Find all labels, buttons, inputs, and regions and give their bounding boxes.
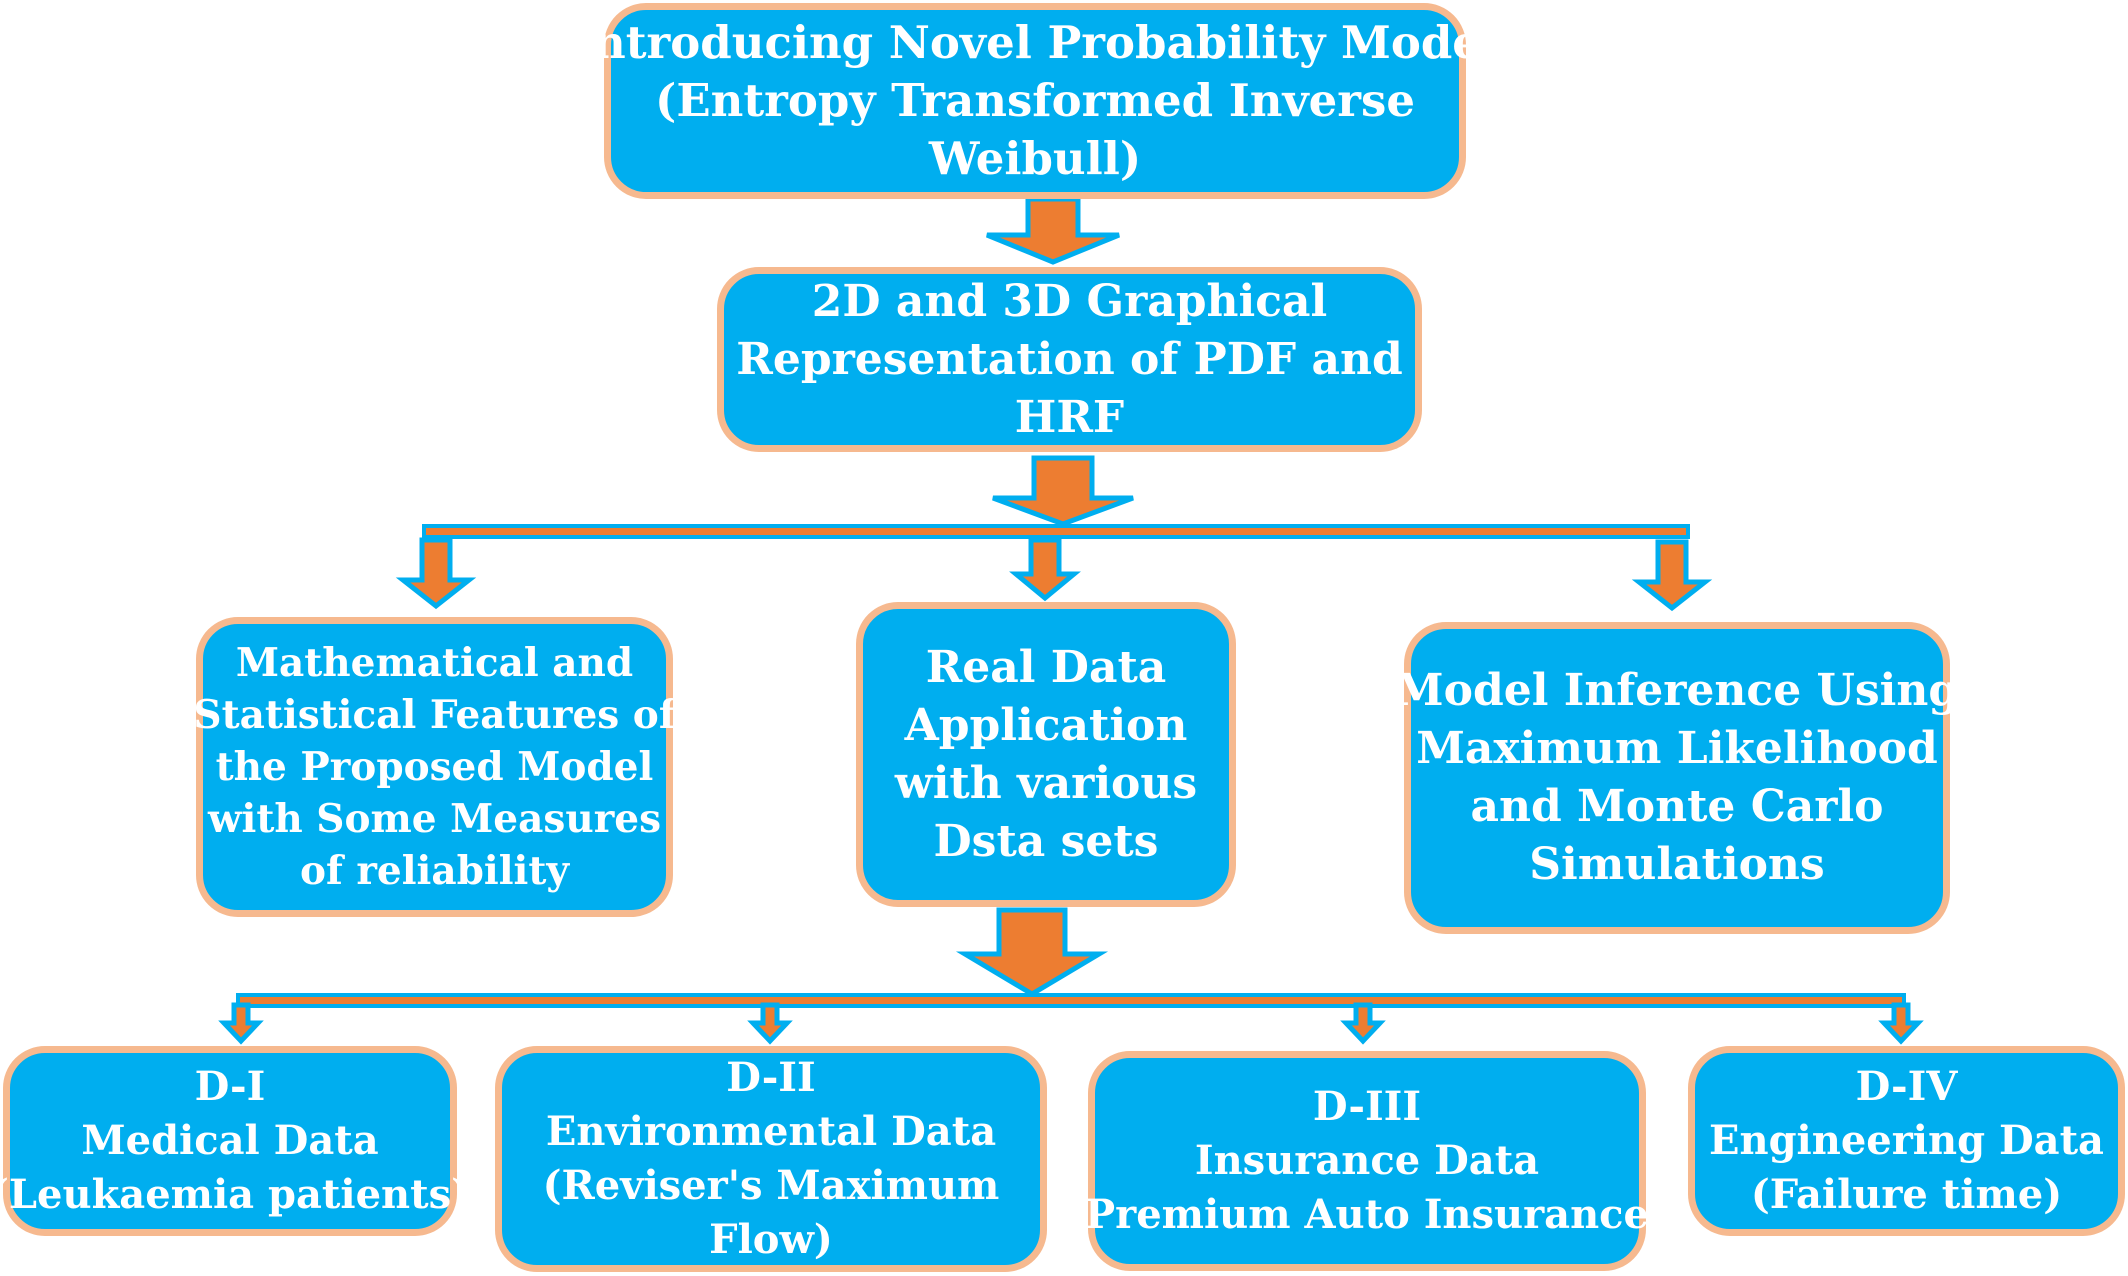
- dataset-d4-box: D-IV Engineering Data (Failure time): [1688, 1046, 2125, 1236]
- dataset-d2-id: D-II: [726, 1054, 816, 1101]
- dataset-d3-id: D-III: [1312, 1083, 1422, 1130]
- dataset-d4-line-1: Engineering Data: [1709, 1117, 2104, 1164]
- dataset-d2-line-1: Environmental Data: [545, 1108, 997, 1155]
- dataset-d1-line-1: Medical Data: [81, 1117, 379, 1164]
- features-line-5: of reliability: [299, 848, 570, 894]
- dataset-d1-id: D-I: [194, 1063, 266, 1110]
- dataset-d3-line-2: (Premium Auto Insurance): [1066, 1191, 1668, 1238]
- branch-connector-line: [422, 524, 1690, 539]
- arrows: [218, 196, 1924, 1045]
- arrow-to-d2-icon: [747, 1002, 793, 1045]
- arrow-to-d3-icon: [1340, 1002, 1386, 1045]
- dataset-connector-line: [236, 993, 1906, 1008]
- dataset-d1-box: D-I Medical Data (Leukaemia patients): [0, 1046, 470, 1236]
- features-line-2: Statistical Features of: [193, 692, 676, 738]
- dataset-d3-line-1: Insurance Data: [1194, 1137, 1540, 1184]
- real-data-application-box: Real Data Application with various Dsta …: [856, 602, 1236, 907]
- real-data-line-3: with various: [894, 757, 1198, 809]
- features-line-3: the Proposed Model: [215, 744, 654, 790]
- inference-line-2: Maximum Likelihood: [1416, 723, 1938, 774]
- arrow-to-d4-icon: [1878, 1002, 1924, 1045]
- dataset-d4-id: D-IV: [1855, 1063, 1958, 1110]
- dataset-d2-line-3: Flow): [709, 1216, 833, 1263]
- real-data-line-1: Real Data: [925, 641, 1167, 693]
- novel-model-line-2: (Entropy Transformed Inverse: [655, 74, 1415, 127]
- novel-model-line-1: Introducing Novel Probability Model: [571, 16, 1499, 69]
- inference-line-1: Model Inference Using: [1394, 665, 1960, 716]
- dataset-d2-box: D-II Environmental Data (Reviser's Maxim…: [495, 1046, 1047, 1272]
- graphical-line-3: HRF: [1014, 391, 1125, 443]
- features-line-1: Mathematical and: [235, 640, 634, 686]
- features-box: Mathematical and Statistical Features of…: [193, 617, 676, 917]
- real-data-line-2: Application: [904, 699, 1188, 751]
- arrow-to-d1-icon: [218, 1002, 264, 1045]
- dataset-d2-line-2: (Reviser's Maximum: [542, 1162, 1000, 1209]
- graphical-line-1: 2D and 3D Graphical: [811, 275, 1328, 327]
- arrow-to-datasets-icon: [955, 907, 1109, 997]
- novel-model-box: Introducing Novel Probability Model (Ent…: [572, 3, 1498, 199]
- arrow-to-real-data-icon: [1009, 537, 1081, 602]
- dataset-d3-box: D-III Insurance Data (Premium Auto Insur…: [1066, 1051, 1668, 1271]
- inference-line-4: Simulations: [1529, 839, 1825, 890]
- real-data-line-4: Dsta sets: [933, 815, 1159, 867]
- arrow-to-graphical-icon: [986, 196, 1120, 265]
- arrow-to-inference-icon: [1631, 539, 1713, 612]
- graphical-line-2: Representation of PDF and: [736, 333, 1403, 385]
- model-inference-box: Model Inference Using Maximum Likelihood…: [1395, 622, 1959, 934]
- arrow-to-features-icon: [395, 537, 477, 610]
- dataset-d1-line-2: (Leukaemia patients): [0, 1171, 471, 1218]
- inference-line-3: and Monte Carlo: [1470, 781, 1884, 832]
- graphical-representation-box: 2D and 3D Graphical Representation of PD…: [717, 267, 1422, 452]
- dataset-d4-line-2: (Failure time): [1750, 1171, 2063, 1218]
- features-line-4: with Some Measures: [207, 796, 662, 842]
- novel-model-line-3: Weibull): [928, 132, 1142, 185]
- arrow-to-branches-icon: [992, 455, 1134, 527]
